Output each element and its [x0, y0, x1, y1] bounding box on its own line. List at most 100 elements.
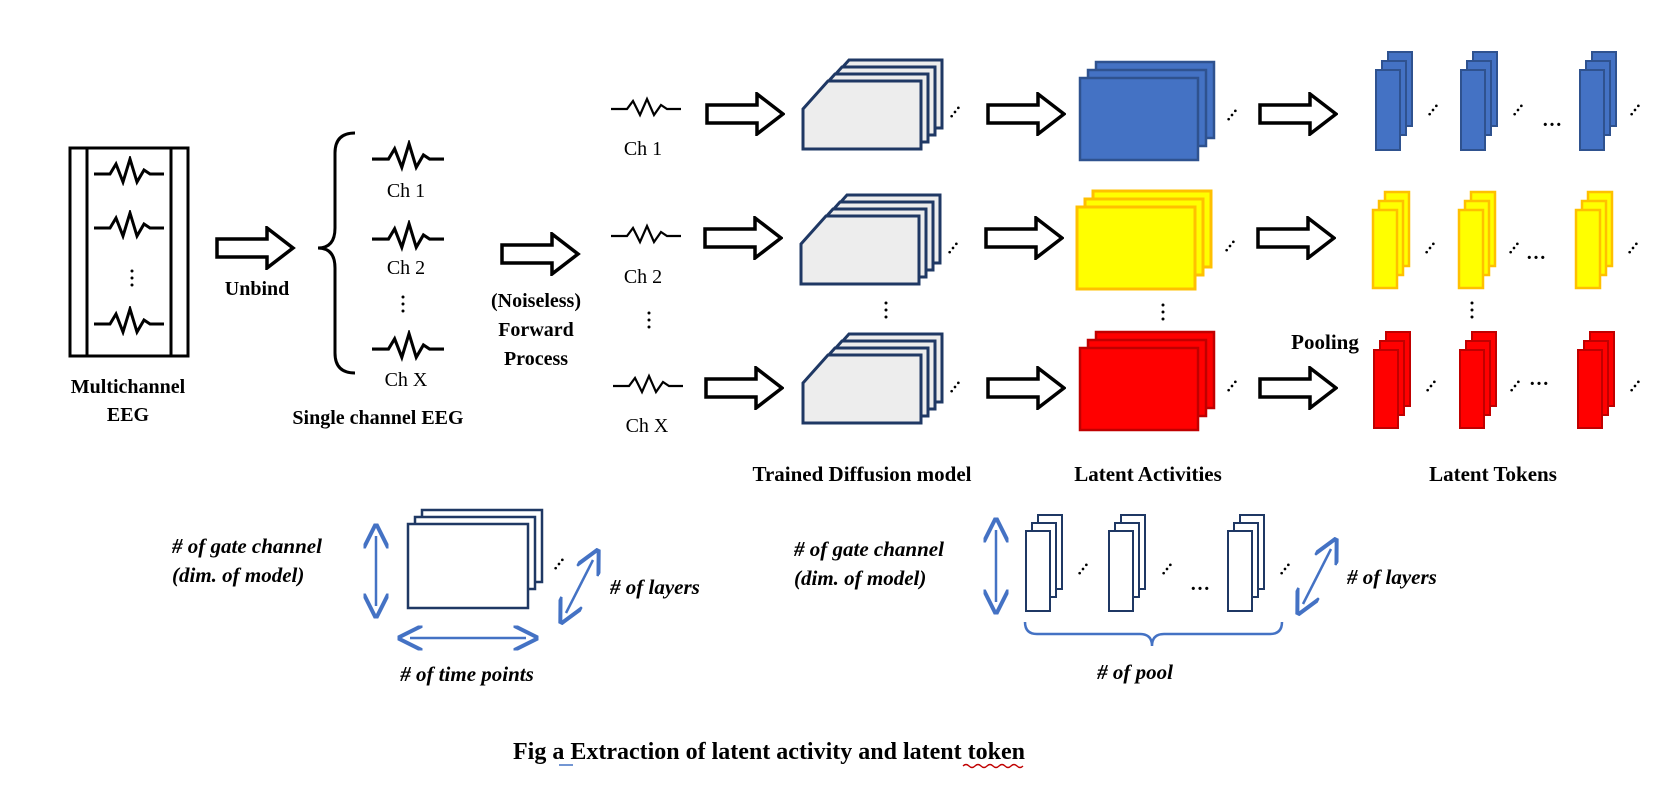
diagonal-dots-icon	[554, 558, 564, 570]
diffusion-layer	[799, 214, 921, 286]
vertical-dots-icon	[1161, 303, 1165, 321]
ch2-label: Ch 2	[624, 266, 662, 288]
vertical-dots-icon	[401, 295, 405, 313]
diagonal-dots-icon	[1509, 242, 1519, 254]
double-headed-arrow-icon	[566, 560, 593, 613]
legend-layers-label: # of layers	[1346, 565, 1437, 589]
figure-caption: Fig a Extraction of latent activity and …	[513, 739, 1025, 765]
arrow-icon	[1258, 366, 1338, 410]
diagonal-dots-icon	[1426, 380, 1436, 392]
arrow-icon	[986, 366, 1066, 410]
chx-label-single: Ch X	[385, 369, 428, 391]
ch1-label-single: Ch 1	[387, 180, 425, 202]
single-channel-label: Single channel EEG	[292, 407, 464, 429]
legend-time-points-label: # of time points	[399, 662, 534, 686]
legend-gate-channel-label: # of gate channel	[793, 537, 944, 561]
eeg-wave-icon	[372, 222, 444, 249]
diagonal-dots-icon	[950, 381, 960, 393]
vertical-dots-icon	[884, 301, 888, 319]
caption-part-latent: latent	[903, 739, 962, 765]
row-chx: Ch X Pooling …	[612, 330, 1640, 437]
legend-layers-label: # of layers	[609, 575, 700, 599]
caption-part3: token	[962, 739, 1025, 765]
token-outline-stack	[1025, 514, 1063, 612]
ellipsis-mark: …	[1526, 242, 1546, 264]
forward-arrow-icon	[502, 234, 578, 274]
latent-token-stack	[1577, 331, 1615, 429]
diagonal-dots-icon	[1227, 109, 1237, 121]
diagonal-dots-icon	[948, 242, 958, 254]
arrow-icon	[1256, 216, 1336, 260]
eeg-wave-icon	[372, 332, 444, 359]
arrow-icon	[984, 216, 1064, 260]
multichannel-label-line2: EEG	[107, 404, 150, 426]
latent-token-stack	[1459, 331, 1497, 429]
diagonal-dots-icon	[1510, 380, 1520, 392]
ellipsis-mark: …	[1190, 573, 1210, 595]
arrow-icon	[986, 92, 1066, 136]
diagonal-dots-icon	[1078, 563, 1088, 575]
forward-label-line2: Forward	[498, 319, 574, 341]
latent-activity-layer	[1075, 205, 1197, 291]
arrow-icon	[703, 216, 783, 260]
latent-token-stack	[1457, 190, 1497, 290]
latent-tokens-label: Latent Tokens	[1429, 462, 1557, 486]
latent-token-stack	[1579, 51, 1617, 151]
diagonal-dots-icon	[1630, 104, 1640, 116]
row-ch2: Ch 2 …	[610, 189, 1638, 291]
arrow-icon	[705, 92, 785, 136]
caption-part1: Fig	[513, 739, 552, 765]
legend-pool-label: # of pool	[1096, 660, 1173, 684]
latent-token-stack	[1574, 190, 1614, 290]
eeg-wave-icon	[372, 142, 444, 169]
token-outline-stack	[1227, 514, 1265, 612]
ellipsis-mark: …	[1542, 109, 1562, 131]
caption-part-a: a	[552, 739, 564, 765]
eeg-wave-icon	[610, 97, 682, 117]
multichannel-eeg-box	[68, 146, 190, 358]
diagonal-dots-icon	[1630, 380, 1640, 392]
diagonal-dots-icon	[1628, 242, 1638, 254]
ch2-label-single: Ch 2	[387, 257, 425, 279]
arrow-icon	[1258, 92, 1338, 136]
latent-token-stack	[1373, 331, 1411, 429]
unbind-arrow-icon	[217, 228, 293, 268]
pool-brace-icon	[1023, 621, 1284, 647]
diagonal-dots-icon	[1425, 242, 1435, 254]
forward-label-line1: (Noiseless)	[491, 290, 581, 312]
unbind-label: Unbind	[225, 278, 290, 300]
double-headed-arrow-icon	[1303, 549, 1331, 604]
curly-brace-icon	[317, 131, 356, 375]
legend-tokens: # of gate channel (dim. of model) … # of…	[793, 514, 1437, 684]
legend-dim-model-label: (dim. of model)	[172, 563, 304, 587]
vertical-dots-icon	[647, 311, 651, 329]
spellcheck-squiggle	[962, 763, 1024, 769]
diagonal-dots-icon	[1227, 380, 1237, 392]
latent-activity-layer	[1078, 346, 1200, 432]
caption-part2: Extraction of latent activity and	[564, 739, 903, 765]
latent-token-stack	[1371, 190, 1411, 290]
latent-activities-label: Latent Activities	[1074, 462, 1222, 486]
vertical-dots-icon	[130, 269, 134, 287]
chx-label: Ch X	[626, 415, 669, 437]
diagonal-dots-icon	[1428, 104, 1438, 116]
legend-dim-model-label: (dim. of model)	[794, 566, 926, 590]
pooling-label: Pooling	[1291, 330, 1359, 354]
latent-token-stack	[1460, 51, 1498, 151]
token-outline-stack	[1108, 514, 1146, 612]
diffusion-model-label: Trained Diffusion model	[753, 462, 972, 486]
latent-token-stack	[1375, 51, 1413, 151]
diagonal-dots-icon	[1280, 563, 1290, 575]
diagonal-dots-icon	[1225, 240, 1235, 252]
legend-activity: # of gate channel (dim. of model) # of l…	[171, 508, 700, 686]
diagonal-dots-icon	[1513, 104, 1523, 116]
arrow-icon	[704, 366, 784, 410]
latent-activity-layer	[1078, 76, 1200, 162]
forward-label-line3: Process	[504, 348, 568, 370]
diagonal-dots-icon	[1162, 563, 1172, 575]
legend-gate-channel-label: # of gate channel	[171, 534, 322, 558]
ellipsis-mark: …	[1529, 368, 1549, 390]
row-ch1: Ch 1 …	[610, 51, 1640, 162]
multichannel-label-line1: Multichannel	[71, 376, 186, 398]
diffusion-layer	[801, 353, 923, 425]
